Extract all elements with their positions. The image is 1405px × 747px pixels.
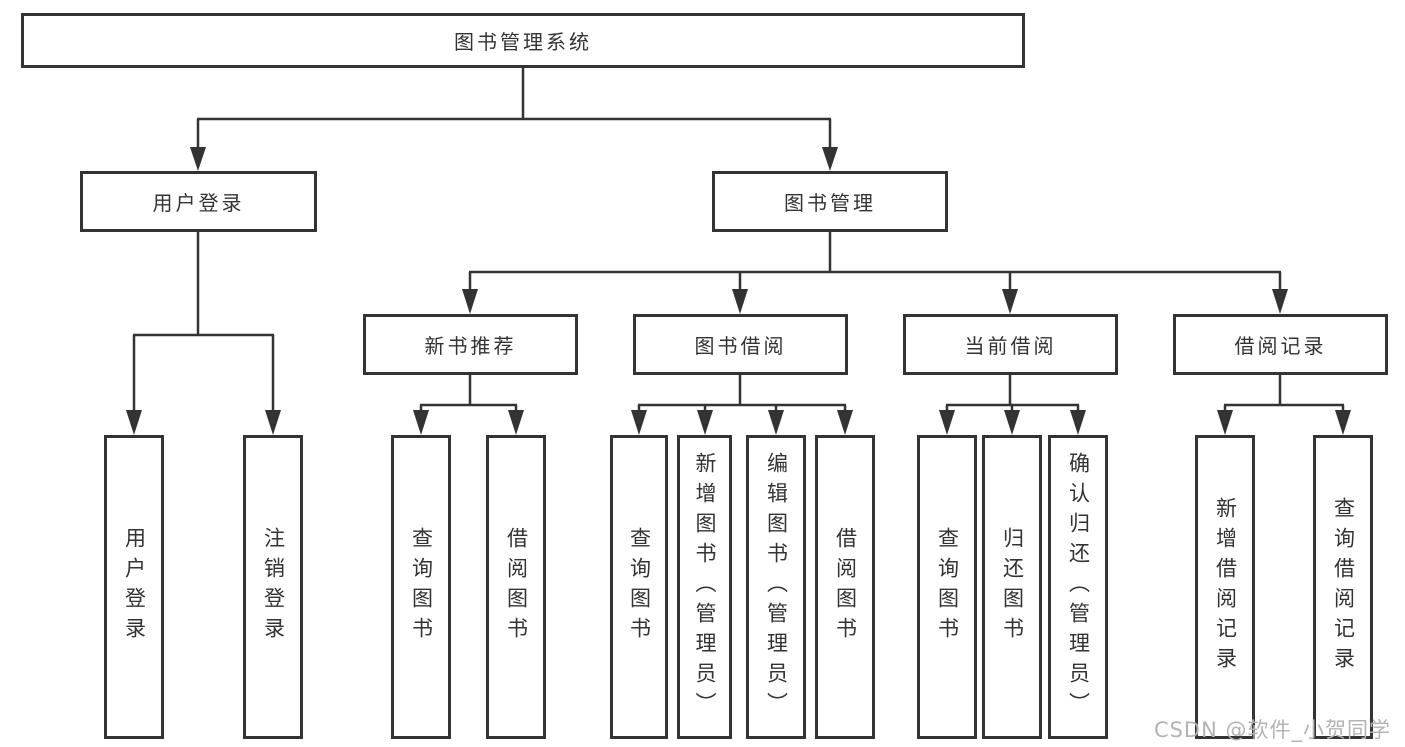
node-leaf-logout: 注销登录: [243, 435, 303, 739]
node-leaf-records-add: 新增借阅记录: [1195, 435, 1255, 739]
node-leaf-borrow-query-label: 查询图书: [627, 527, 652, 647]
csdn-watermark: CSDN @软件_小贺同学: [1153, 718, 1391, 742]
connector-root-to-level2: [190, 68, 838, 171]
node-root: 图书管理系统: [21, 13, 1025, 68]
node-leaf-borrow-add-admin: 新增图书（管理员）: [677, 435, 732, 739]
node-leaf-borrow-edit-admin-label: 编辑图书（管理员）: [764, 452, 789, 722]
node-leaf-newbooks-borrow: 借阅图书: [486, 435, 546, 739]
node-leaf-current-confirm-admin: 确认归还（管理员）: [1048, 435, 1108, 739]
node-leaf-records-query-label: 查询借阅记录: [1331, 497, 1356, 677]
node-leaf-user-login-label: 用户登录: [122, 527, 147, 647]
node-leaf-newbooks-query: 查询图书: [391, 435, 451, 739]
node-leaf-current-return-label: 归还图书: [1000, 527, 1025, 647]
node-current-borrow-label: 当前借阅: [964, 334, 1057, 358]
connector-newbooks-to-leaves: [413, 375, 524, 435]
node-leaf-current-query-label: 查询图书: [935, 527, 960, 647]
connector-mgmt-to-level3: [462, 232, 1288, 314]
node-leaf-borrow-book-label: 借阅图书: [833, 527, 858, 647]
node-leaf-borrow-add-admin-label: 新增图书（管理员）: [693, 452, 717, 722]
node-book-management: 图书管理: [712, 171, 948, 232]
connector-current-to-leaves: [939, 375, 1086, 435]
node-leaf-current-return: 归还图书: [982, 435, 1042, 739]
node-leaf-newbooks-borrow-label: 借阅图书: [504, 527, 529, 647]
node-leaf-newbooks-query-label: 查询图书: [409, 527, 434, 647]
node-leaf-borrow-edit-admin: 编辑图书（管理员）: [746, 435, 806, 739]
node-borrow-records: 借阅记录: [1173, 314, 1388, 375]
node-book-management-label: 图书管理: [784, 191, 876, 215]
connector-bookborrow-to-leaves: [631, 375, 853, 435]
node-leaf-borrow-book: 借阅图书: [815, 435, 875, 739]
node-borrow-records-label: 借阅记录: [1234, 334, 1327, 358]
node-root-label: 图书管理系统: [454, 30, 592, 54]
node-current-borrow: 当前借阅: [903, 314, 1118, 375]
node-new-book-recommend: 新书推荐: [363, 314, 578, 375]
node-leaf-records-add-label: 新增借阅记录: [1213, 497, 1238, 677]
node-new-book-recommend-label: 新书推荐: [424, 334, 517, 358]
connector-records-to-leaves: [1217, 375, 1351, 435]
node-leaf-current-query: 查询图书: [917, 435, 977, 739]
node-leaf-borrow-query: 查询图书: [610, 435, 668, 739]
node-book-borrow: 图书借阅: [633, 314, 848, 375]
node-user-login-branch: 用户登录: [80, 171, 317, 232]
node-leaf-records-query: 查询借阅记录: [1313, 435, 1373, 739]
node-leaf-logout-label: 注销登录: [261, 527, 286, 647]
node-book-borrow-label: 图书借阅: [694, 334, 787, 358]
node-leaf-user-login: 用户登录: [104, 435, 164, 739]
node-leaf-current-confirm-admin-label: 确认归还（管理员）: [1066, 452, 1091, 722]
node-user-login-branch-label: 用户登录: [152, 191, 245, 215]
connector-login-to-leaves: [126, 232, 281, 435]
